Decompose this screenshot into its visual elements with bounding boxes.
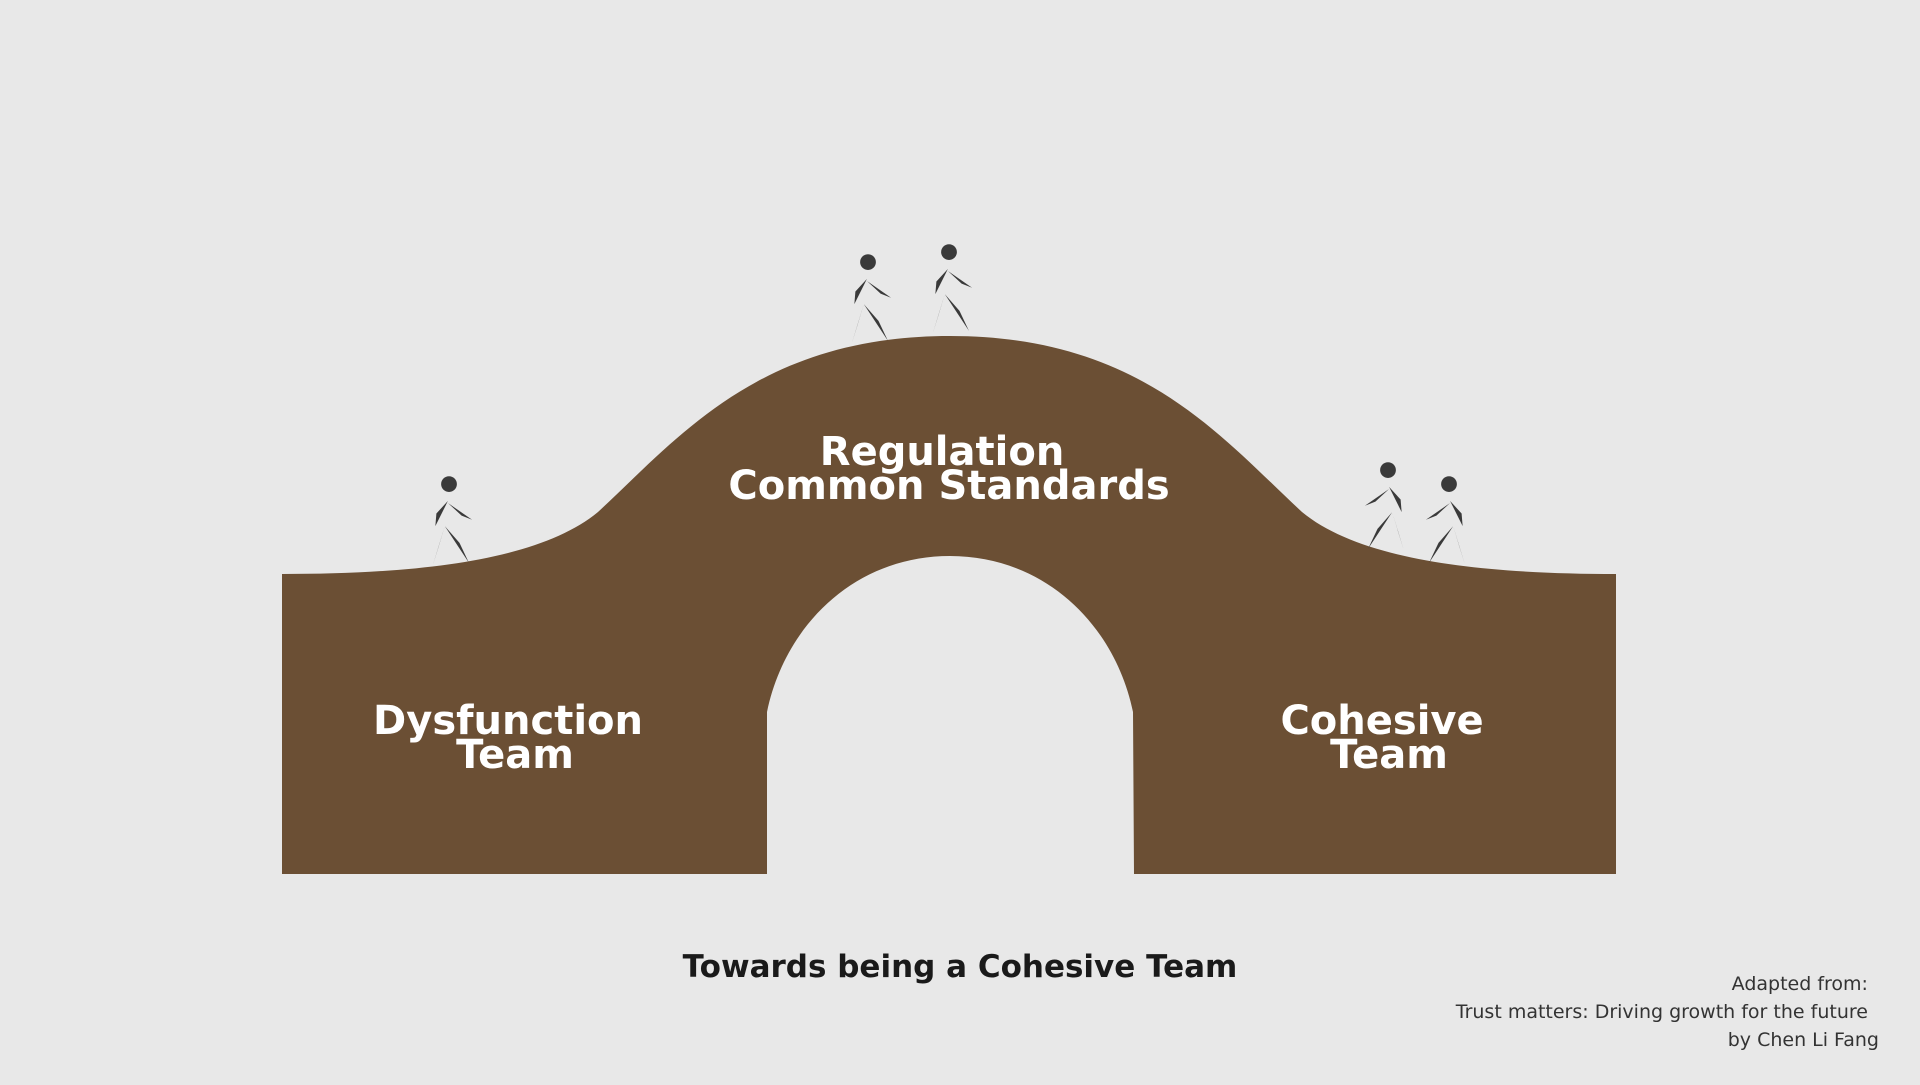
arch-label: Regulation Common Standards	[728, 429, 1169, 509]
right-pillar-label-line2: Team	[1330, 732, 1448, 778]
left-pillar-label: Dysfunction Team	[373, 698, 657, 778]
source-credit-line3: by Chen Li Fang	[1728, 1029, 1879, 1051]
walker-icon	[1425, 476, 1465, 564]
bridge-shape	[282, 336, 1616, 874]
walker-icon	[433, 476, 473, 564]
walker-icon	[852, 254, 892, 342]
walker-icon	[1364, 462, 1404, 550]
right-pillar-label-line1: Cohesive	[1280, 698, 1483, 744]
walker-icon	[933, 244, 973, 332]
arch-label-line2: Common Standards	[728, 463, 1169, 509]
left-pillar-label-line2: Team	[456, 732, 574, 778]
arch-label-line1: Regulation	[820, 429, 1065, 475]
diagram-caption: Towards being a Cohesive Team	[683, 949, 1238, 985]
left-pillar-label-line1: Dysfunction	[373, 698, 643, 744]
source-credit-line1: Adapted from:	[1732, 973, 1868, 995]
source-credit-line2: Trust matters: Driving growth for the fu…	[1455, 1001, 1868, 1023]
source-credit: Adapted from: Trust matters: Driving gro…	[1455, 973, 1879, 1051]
right-pillar-label: Cohesive Team	[1280, 698, 1497, 778]
